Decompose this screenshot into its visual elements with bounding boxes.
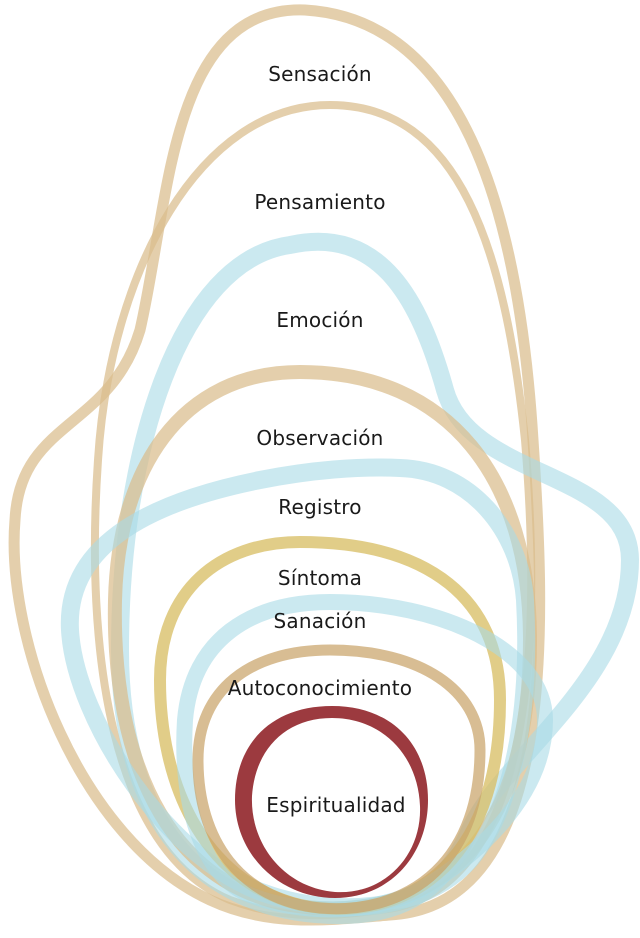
label-sintoma: Síntoma [277,566,363,590]
label-sensacion: Sensación [268,62,372,86]
label-observacion: Observación [256,426,384,450]
label-registro: Registro [278,495,362,519]
ring-autoconocimiento [192,644,486,915]
label-sanacion: Sanación [273,609,367,633]
label-autoconocimiento: Autoconocimiento [227,676,413,700]
ring-sensacion [8,4,546,926]
label-emocion: Emoción [276,308,364,332]
label-espiritualidad: Espiritualidad [266,793,406,817]
label-pensamiento: Pensamiento [254,190,386,214]
